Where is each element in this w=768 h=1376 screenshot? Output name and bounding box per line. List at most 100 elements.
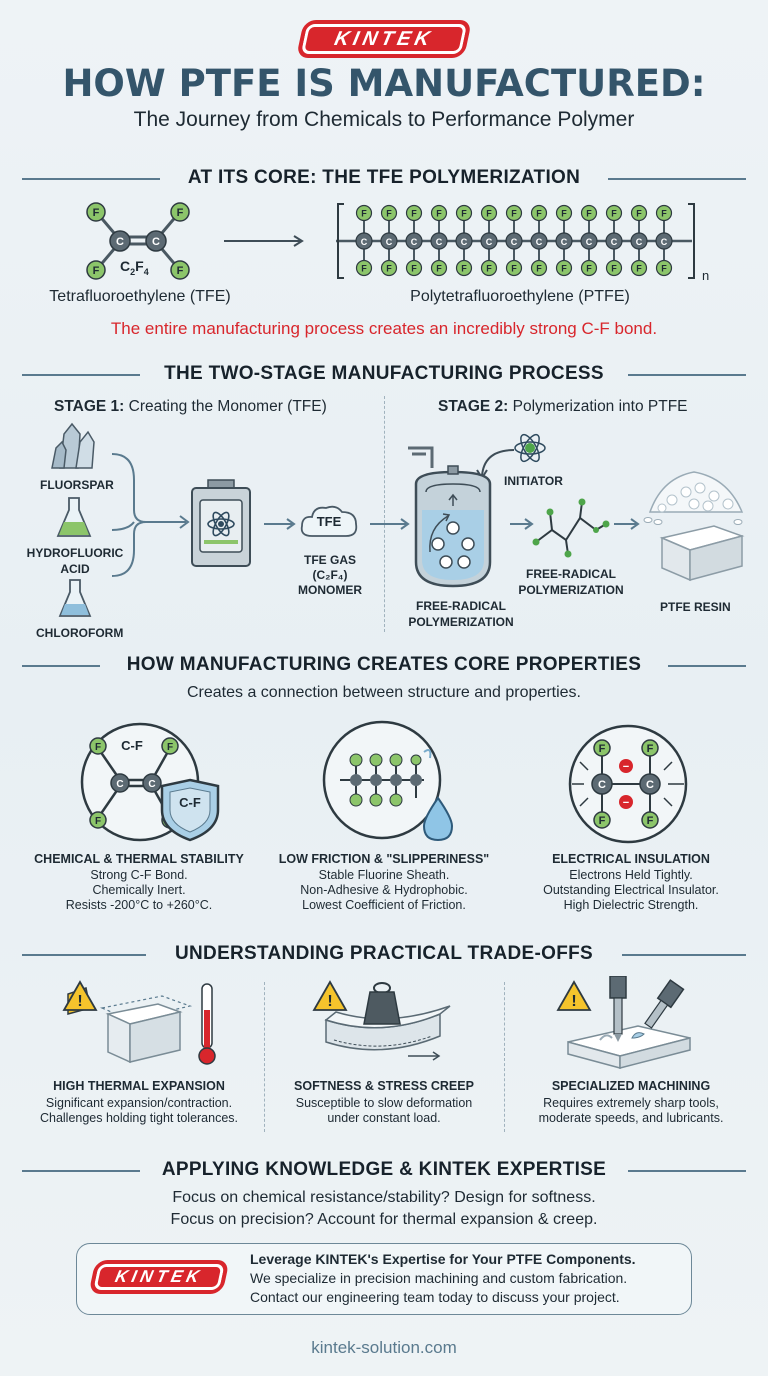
fluorine-atom — [430, 259, 448, 277]
input-label: FLUORSPAR — [40, 478, 114, 492]
cta-line: Contact our engineering team today to di… — [250, 1289, 620, 1305]
stage-divider — [384, 396, 385, 632]
flask-green-icon — [56, 497, 92, 537]
property-desc: Electrons Held Tightly.Outstanding Elect… — [543, 868, 719, 912]
fluorine-atom — [555, 259, 573, 277]
website-link[interactable]: kintek-solution.com — [311, 1338, 457, 1357]
fluorine-atom-label: F — [486, 264, 492, 274]
tfe-gas-label: TFE GAS(C₂F₄)MONOMER — [298, 553, 362, 597]
fluorine-atom — [555, 204, 573, 222]
carbon-atom-label: C — [536, 237, 543, 247]
fluorspar-crystal-icon — [51, 422, 95, 469]
property-desc: Stable Fluorine Sheath.Non-Adhesive & Hy… — [300, 868, 468, 912]
apply-heading: APPLYING KNOWLEDGE & KINTEK EXPERTISE — [161, 1159, 607, 1180]
carbon-atom — [555, 232, 573, 250]
svg-text:F: F — [647, 815, 654, 827]
divider-right — [608, 178, 746, 180]
resin-label: PTFE RESIN — [660, 600, 731, 614]
fluorine-atom-label: F — [661, 209, 667, 219]
carbon-atom-label: C — [611, 237, 618, 247]
stage1-heading: STAGE 1: Creating the Monomer (TFE) — [54, 398, 327, 415]
svg-text:!: ! — [327, 993, 332, 1010]
reactor-unit-icon — [191, 479, 251, 567]
cta-title: Leverage KINTEK's Expertise for Your PTF… — [250, 1251, 636, 1267]
fluorine-atom-label: F — [661, 264, 667, 274]
fluorine-atom-label: F — [586, 209, 592, 219]
carbon-atom-label: C — [486, 237, 493, 247]
carbon-atom-label: C — [361, 237, 368, 247]
fluorine-atom-label: F — [536, 264, 542, 274]
fluorine-atom-label: F — [561, 209, 567, 219]
carbon-atom-label: C — [461, 237, 468, 247]
carbon-atom-label: C — [386, 237, 393, 247]
stage2-heading: STAGE 2: Polymerization into PTFE — [438, 398, 688, 415]
fluorine-atom-label: F — [361, 209, 367, 219]
fluorine-atom — [580, 204, 598, 222]
cf-shield-label: C-F — [179, 795, 201, 810]
flask-blue-icon — [58, 579, 92, 617]
initiator-atom-icon — [514, 433, 546, 463]
carbon-atom-label: C — [436, 237, 443, 247]
fluorine-atom — [380, 204, 398, 222]
svg-text:!: ! — [571, 993, 576, 1010]
divider-right — [628, 1170, 746, 1172]
carbon-atom — [505, 232, 523, 250]
arrow-icon — [510, 518, 534, 530]
svg-text:C: C — [598, 779, 606, 791]
carbon-atom — [530, 232, 548, 250]
fluorine-atom-label: F — [361, 264, 367, 274]
tradeoff-desc: Requires extremely sharp tools,moderate … — [538, 1096, 724, 1125]
fluorine-sheath-droplet-icon — [322, 720, 454, 842]
fluorine-atom — [630, 259, 648, 277]
fluorine-atom — [405, 259, 423, 277]
input-bracket-arrows — [111, 453, 190, 577]
svg-text:F: F — [647, 743, 654, 755]
creep-weight-icon: ! — [312, 980, 451, 1061]
core-heading: AT ITS CORE: THE TFE POLYMERIZATION — [187, 167, 581, 188]
carbon-atom — [380, 232, 398, 250]
svg-text:C: C — [148, 779, 155, 790]
divider-right — [668, 665, 746, 667]
fluorine-atom-label: F — [636, 264, 642, 274]
fluorine-atom — [380, 259, 398, 277]
fluorine-atom-label: F — [586, 264, 592, 274]
tradeoff-title: HIGH THERMAL EXPANSION — [53, 1079, 225, 1093]
carbon-atom — [630, 232, 648, 250]
fluorine-atom — [605, 259, 623, 277]
svg-text:F: F — [599, 743, 606, 755]
fluorine-atom-label: F — [511, 209, 517, 219]
bracket-left — [337, 203, 344, 279]
svg-text:F: F — [599, 815, 606, 827]
carbon-atom — [580, 232, 598, 250]
polymer-subscript-n: n — [702, 268, 709, 283]
divider-left — [22, 665, 100, 667]
apply-line: Focus on chemical resistance/stability? … — [172, 1189, 596, 1206]
divider-left — [22, 954, 146, 956]
fluorine-atom — [355, 259, 373, 277]
property-title: ELECTRICAL INSULATION — [552, 852, 710, 866]
column-divider — [264, 982, 265, 1132]
carbon-atom-label: C — [511, 237, 518, 247]
svg-text:F: F — [177, 265, 184, 277]
fluorine-atom — [480, 259, 498, 277]
fluorine-atom — [580, 259, 598, 277]
carbon-atom — [655, 232, 673, 250]
fluorine-atom-label: F — [436, 209, 442, 219]
svg-text:F: F — [95, 742, 101, 753]
core-note: The entire manufacturing process creates… — [110, 319, 658, 338]
fluorine-atom-label: F — [411, 209, 417, 219]
carbon-atom-label: C — [411, 237, 418, 247]
divider-left — [22, 1170, 140, 1172]
carbon-atom — [480, 232, 498, 250]
divider-left — [22, 178, 160, 180]
fluorine-atom-label: F — [461, 264, 467, 274]
fluorine-atom-label: F — [511, 264, 517, 274]
fluorine-atom-label: F — [611, 209, 617, 219]
carbon-atom — [455, 232, 473, 250]
fluorine-atom-label: F — [461, 209, 467, 219]
process-heading: THE TWO-STAGE MANUFACTURING PROCESS — [164, 363, 604, 384]
